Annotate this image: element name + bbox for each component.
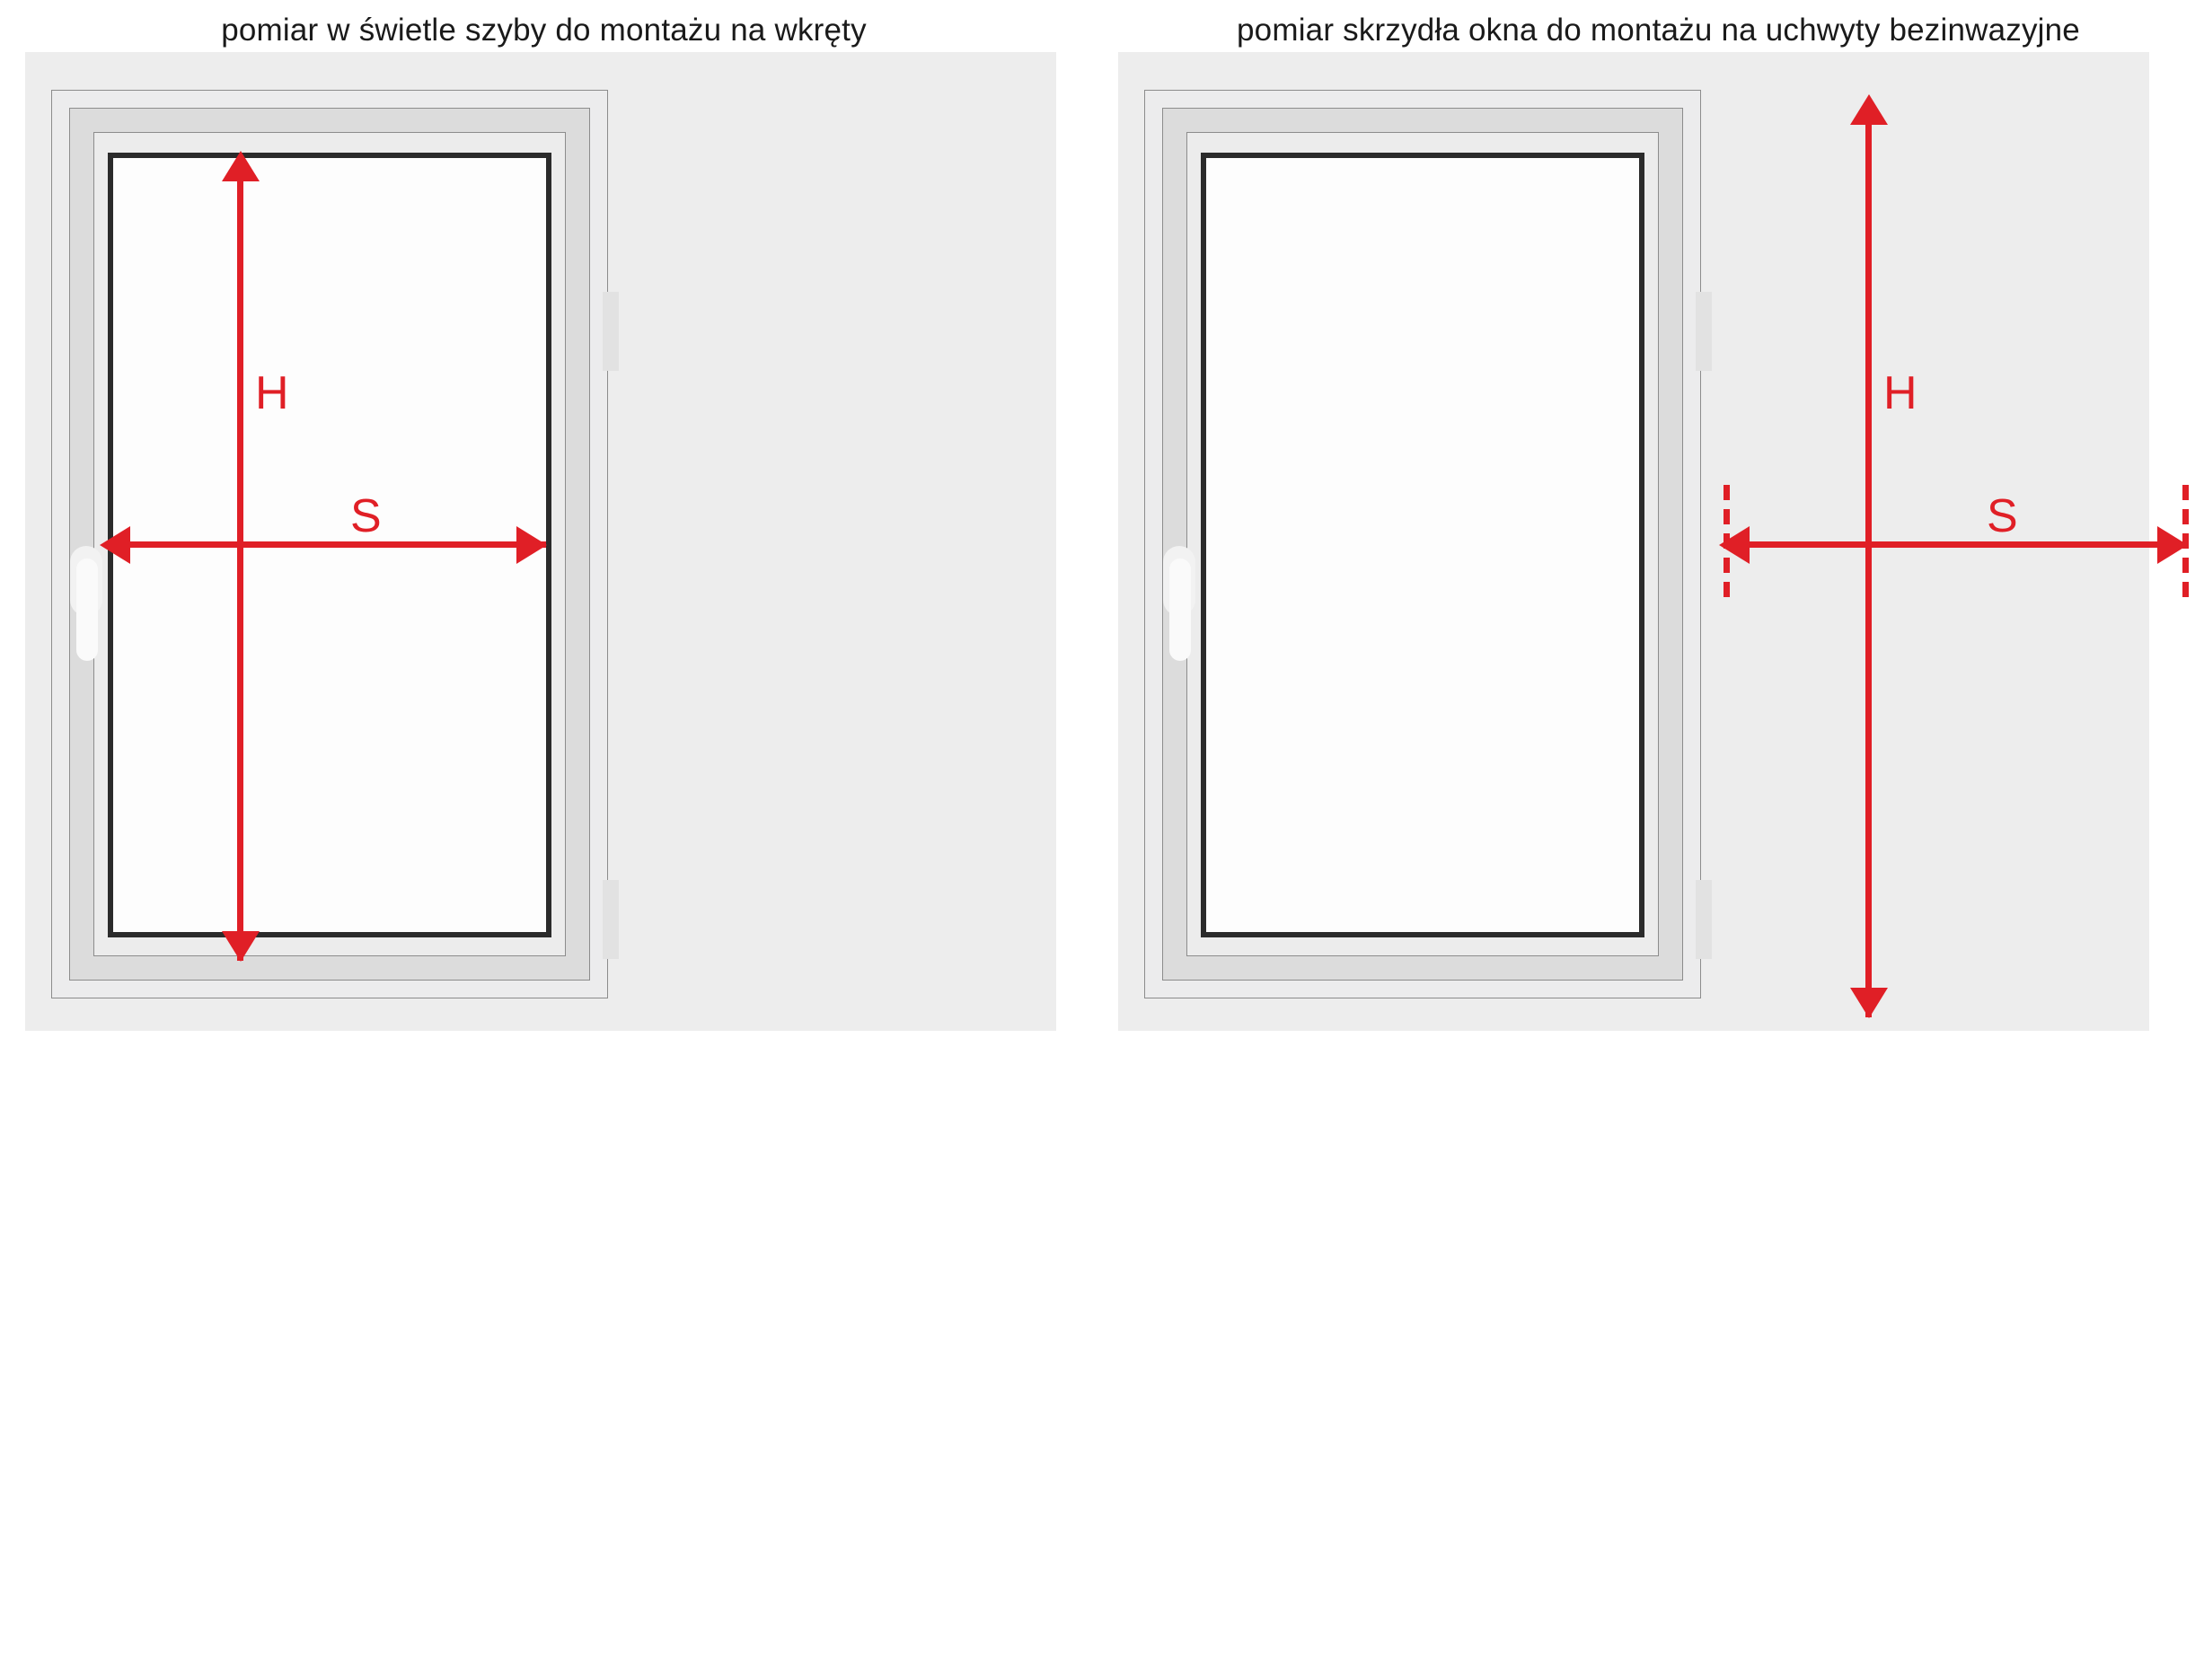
width-arrowhead-left-right (1719, 526, 1750, 564)
mitre-line-bottom-right-right-window (1647, 945, 1683, 981)
height-arrowhead-top-right (1850, 94, 1888, 125)
height-arrowhead-bottom-right (1850, 988, 1888, 1018)
mitre-line-top-left-right-window (1162, 108, 1198, 144)
panel-screw-mount: pomiar w świetle szyby do montażu na wkr… (25, 13, 1056, 1031)
mitre-line-top-right (554, 108, 590, 144)
window-handle-right (1163, 546, 1195, 661)
panel-caption-clip-mount: pomiar skrzydła okna do montażu na uchwy… (1237, 13, 2080, 48)
handle-lever-icon (76, 559, 98, 661)
hinge-bottom-left-window (603, 880, 619, 959)
mitre-line-bottom-left (69, 945, 105, 981)
glass-pane-right (1201, 153, 1644, 937)
height-arrowhead-bottom-left (222, 931, 260, 962)
hinge-top-right-window (1696, 292, 1712, 371)
panel-caption-screw-mount: pomiar w świetle szyby do montażu na wkr… (221, 13, 867, 48)
width-arrowhead-left-left (100, 526, 130, 564)
height-arrowhead-top-left (222, 151, 260, 181)
width-dimension-line-right (1740, 541, 2180, 548)
mitre-line-bottom-left-right-window (1162, 945, 1198, 981)
width-label-right: S (1987, 490, 2018, 542)
width-label-left: S (350, 490, 382, 542)
mitre-line-top-right-right-window (1647, 108, 1683, 144)
height-dimension-line-left (237, 166, 243, 961)
height-label-left: H (255, 367, 289, 419)
window-handle-left (70, 546, 102, 661)
mitre-line-bottom-right (554, 945, 590, 981)
hinge-top-left-window (603, 292, 619, 371)
height-dimension-line-right (1865, 117, 1872, 1017)
width-dimension-line-left (115, 541, 546, 548)
mitre-line-top-left (69, 108, 105, 144)
width-arrowhead-right-right (2157, 526, 2188, 564)
height-label-right: H (1883, 367, 1917, 419)
handle-lever-icon (1169, 559, 1191, 661)
panel-clip-mount: pomiar skrzydła okna do montażu na uchwy… (1102, 0, 2204, 1680)
hinge-bottom-right-window (1696, 880, 1712, 959)
window-assembly-right (1144, 90, 1712, 998)
width-arrowhead-right-left (516, 526, 547, 564)
